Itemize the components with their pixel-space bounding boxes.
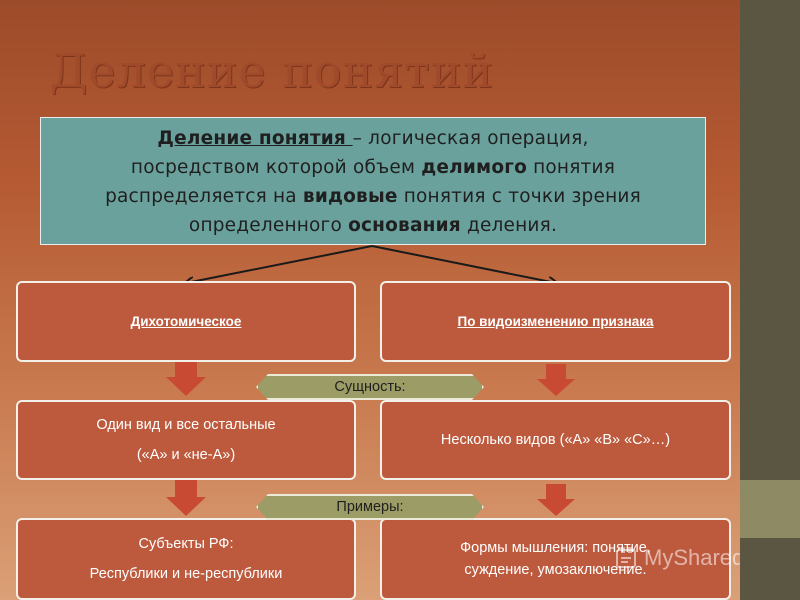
variation-header: По видоизменению признака bbox=[457, 314, 654, 329]
arrow-right-branch bbox=[371, 245, 556, 283]
variation-example-line-1: Формы мышления: понятие, bbox=[460, 540, 651, 556]
dichotomous-example-line-1: Субъекты РФ: bbox=[138, 536, 234, 552]
essence-label: Сущность: bbox=[256, 374, 484, 400]
dichotomous-example-box: Субъекты РФ: Республики и не-республики bbox=[16, 518, 356, 600]
slide-title: Деление понятий bbox=[50, 44, 495, 98]
dichotomous-header-box: Дихотомическое bbox=[16, 281, 356, 362]
down-arrow-left-1 bbox=[166, 362, 206, 396]
arrow-left-branch bbox=[186, 245, 373, 283]
variation-header-box: По видоизменению признака bbox=[380, 281, 731, 362]
definition-line-3: распределяется на видовые понятия с точк… bbox=[41, 182, 705, 211]
down-arrow-right-2 bbox=[537, 484, 575, 516]
down-arrow-left-2 bbox=[166, 480, 206, 516]
definition-keyword: видовые bbox=[302, 186, 398, 207]
sidebar-accent bbox=[740, 480, 800, 538]
dichotomous-example-line-2: Республики и не-республики bbox=[89, 566, 283, 582]
variation-example-line-2: суждение, умозаключение. bbox=[464, 562, 647, 578]
dichotomous-essence-line-2: («А» и «не-А») bbox=[136, 447, 236, 463]
variation-essence: Несколько видов («А» «В» «С»…) bbox=[440, 432, 671, 448]
definition-text: деления. bbox=[460, 215, 558, 236]
definition-term: Деление понятия bbox=[157, 128, 353, 149]
dichotomous-essence-box: Один вид и все остальные («А» и «не-А») bbox=[16, 400, 356, 480]
definition-text: – логическая операция, bbox=[352, 128, 589, 149]
slide: Деление понятий Деление понятия – логиче… bbox=[0, 0, 740, 600]
watermark-text: MyShared bbox=[644, 545, 745, 570]
definition-text: распределяется на bbox=[105, 186, 303, 207]
definition-text: понятия с точки зрения bbox=[397, 186, 641, 207]
definition-line-1: Деление понятия – логическая операция, bbox=[41, 124, 705, 153]
definition-line-2: посредством которой объем делимого понят… bbox=[41, 153, 705, 182]
definition-keyword: основания bbox=[348, 215, 461, 236]
watermark: MyShared bbox=[614, 542, 744, 574]
dichotomous-essence-line-1: Один вид и все остальные bbox=[96, 417, 276, 433]
down-arrow-right-1 bbox=[537, 364, 575, 396]
variation-example-box: Формы мышления: понятие, суждение, умоза… bbox=[380, 518, 731, 600]
dichotomous-header: Дихотомическое bbox=[130, 314, 242, 329]
definition-line-4: определенного основания деления. bbox=[41, 211, 705, 240]
definition-text: посредством которой объем bbox=[130, 157, 422, 178]
definition-text: определенного bbox=[188, 215, 349, 236]
myshared-logo-icon bbox=[616, 547, 636, 568]
examples-label: Примеры: bbox=[256, 494, 484, 520]
definition-box: Деление понятия – логическая операция, п… bbox=[40, 117, 706, 245]
definition-text: понятия bbox=[527, 157, 616, 178]
definition-keyword: делимого bbox=[421, 157, 528, 178]
variation-essence-box: Несколько видов («А» «В» «С»…) bbox=[380, 400, 731, 480]
